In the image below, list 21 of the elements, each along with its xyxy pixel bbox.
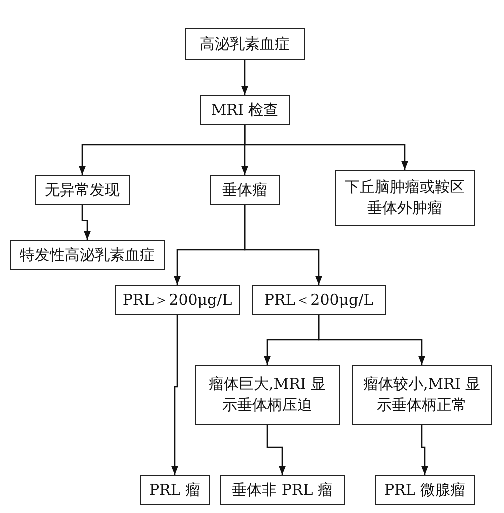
process-box: 高泌乳素血症 [185,28,305,60]
process-box: 垂体非 PRL 瘤 [220,475,345,505]
arrow [421,425,429,475]
process-box: PRL＞200μg/L [115,285,240,315]
process-box: PRL 微腺瘤 [375,475,475,505]
process-box: 瘤体较小,MRI 显示垂体柄正常 [352,365,492,425]
process-box: 垂体瘤 [210,175,280,205]
arrow [244,125,409,170]
arrow [266,425,286,475]
arrow [171,315,179,475]
arrow [82,205,92,240]
process-box: PRL 瘤 [140,475,210,505]
process-box: 瘤体巨大,MRI 显示垂体柄压迫 [195,365,340,425]
process-box: 无异常发现 [35,175,130,205]
arrow [318,315,426,365]
process-box: 下丘脑肿瘤或鞍区垂体外肿瘤 [335,170,475,226]
process-box: PRL＜200μg/L [252,285,386,315]
process-box: 特发性高泌乳素血症 [10,240,165,270]
process-box: MRI 检查 [200,95,290,125]
arrow [244,205,323,285]
arrow [241,60,249,95]
